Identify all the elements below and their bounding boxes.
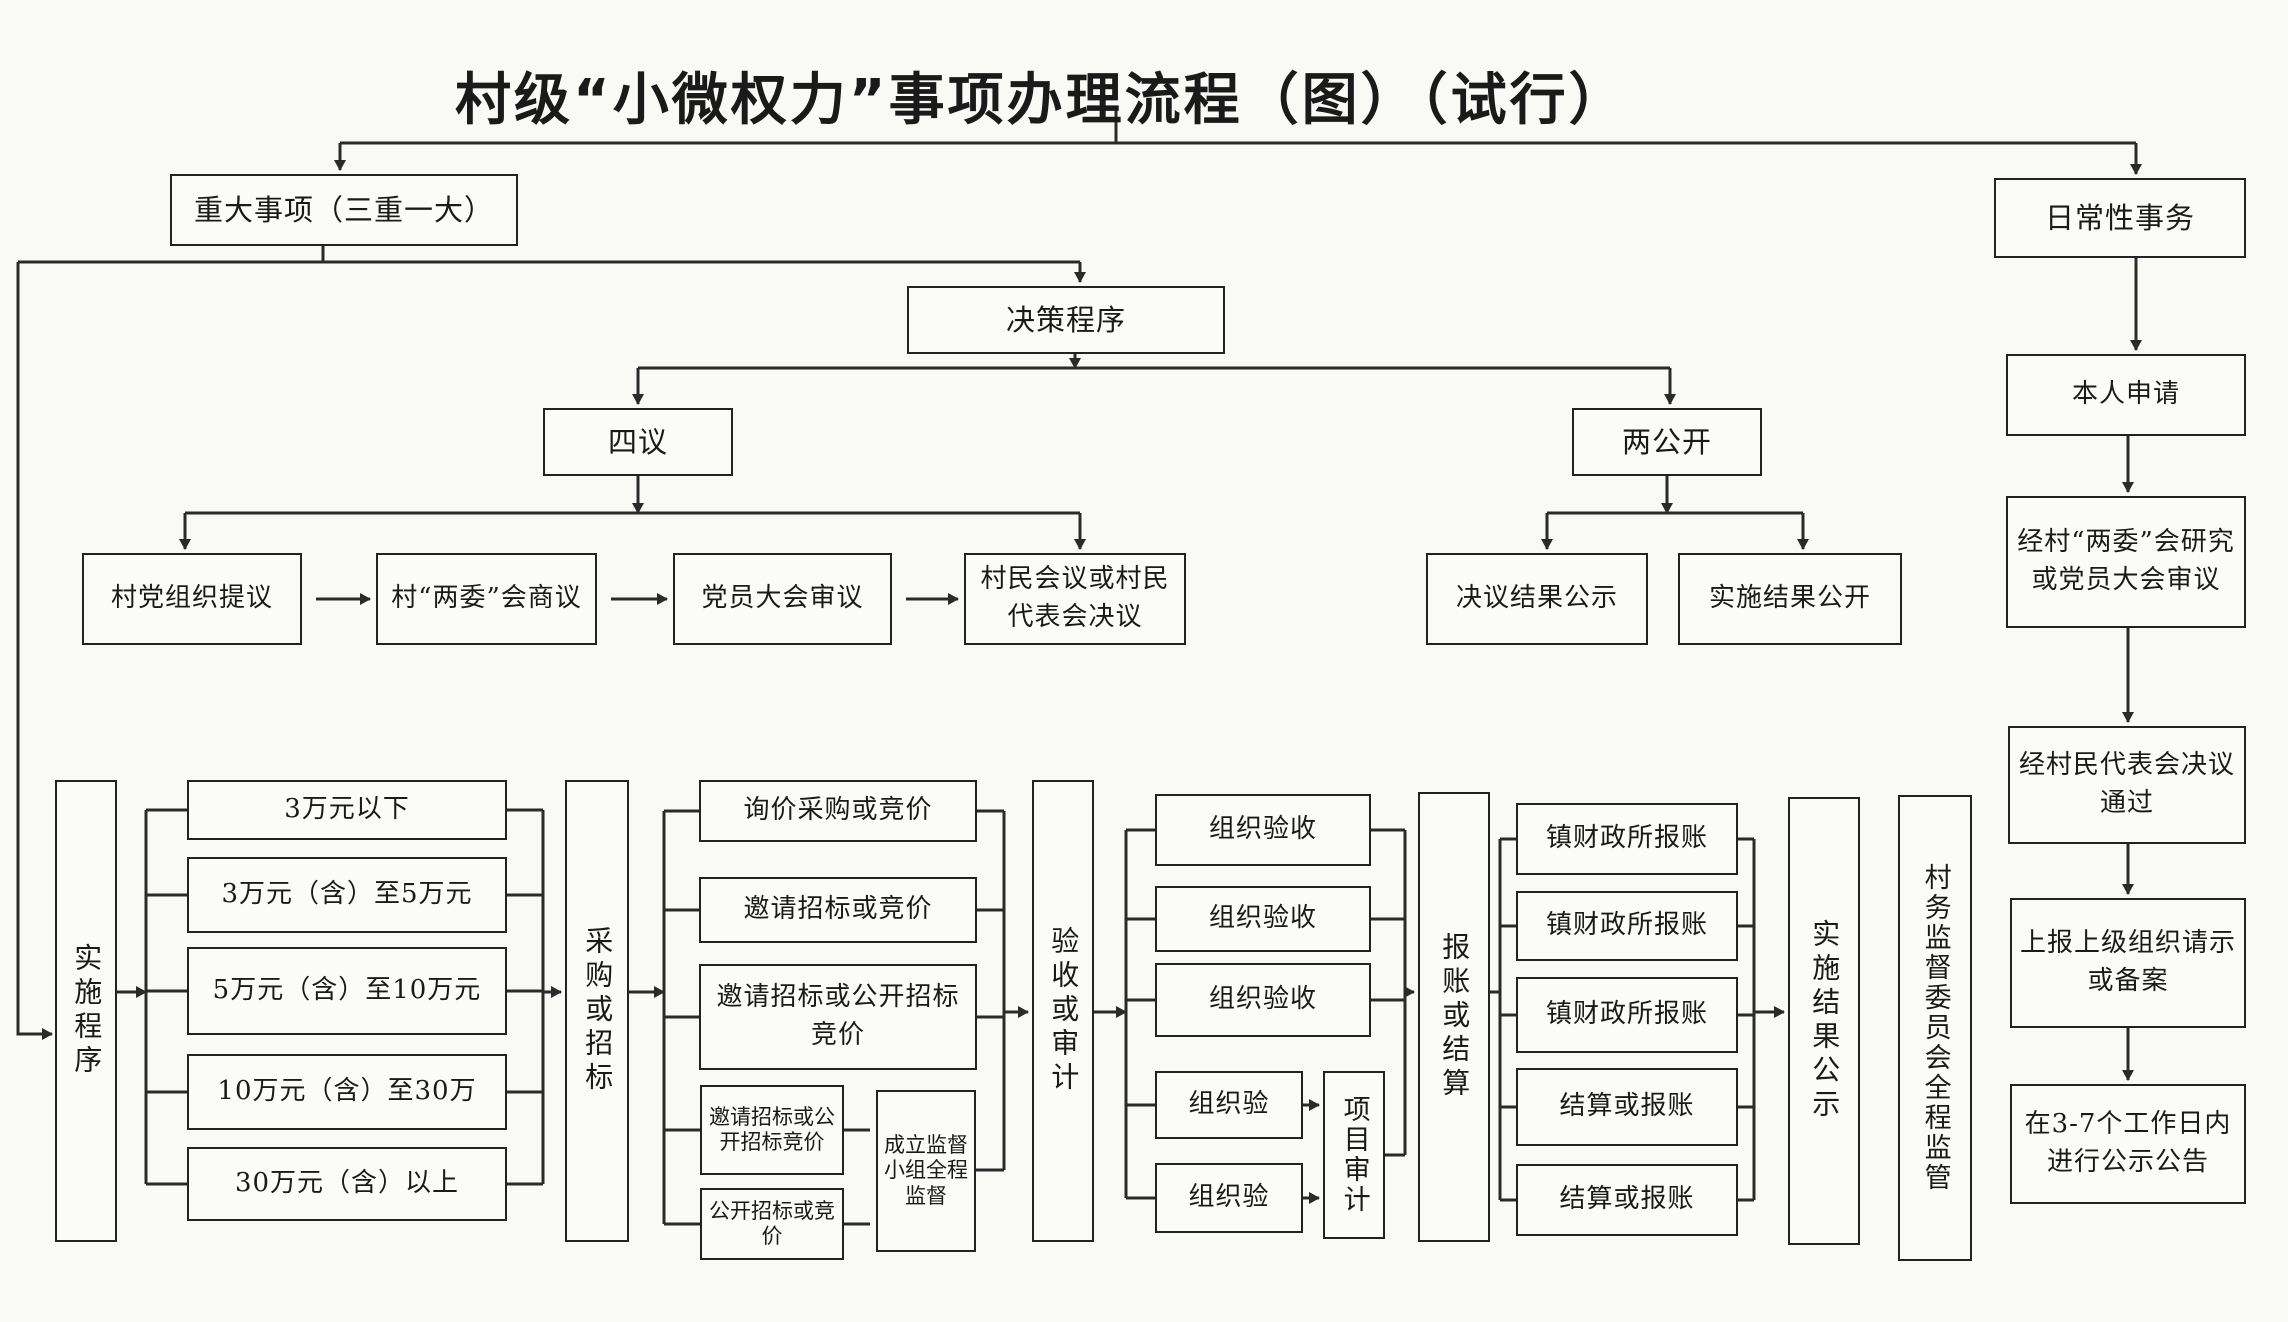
- personal-application-box: 本人申请: [2006, 354, 2246, 436]
- acceptance-audit-box: 验收或审计: [1032, 780, 1094, 1242]
- committee-review-box: 经村“两委”会研究或党员大会审议: [2006, 496, 2246, 628]
- acceptance-5: 组织验: [1155, 1163, 1303, 1233]
- public-notice-box: 在3-7个工作日内进行公示公告: [2010, 1084, 2246, 1204]
- procurement-option-4: 邀请招标或公开招标竞价: [700, 1085, 844, 1175]
- supervision-committee-box: 村务监督委员会全程监管: [1898, 795, 1972, 1261]
- page-title: 村级“小微权力”事项办理流程（图）（试行）: [455, 68, 1628, 133]
- party-assembly-box: 党员大会审议: [673, 553, 892, 645]
- decision-procedure-box: 决策程序: [907, 286, 1225, 354]
- amount-tier-1: 3万元以下: [187, 780, 507, 840]
- two-committees-box: 村“两委”会商议: [376, 553, 597, 645]
- settlement-2: 镇财政所报账: [1516, 891, 1738, 961]
- settlement-3: 镇财政所报账: [1516, 977, 1738, 1053]
- amount-tier-4: 10万元（含）至30万: [187, 1054, 507, 1130]
- four-discussions-box: 四议: [543, 408, 733, 476]
- procurement-option-5: 公开招标或竞价: [700, 1188, 844, 1260]
- project-audit-box: 项目审计: [1323, 1071, 1385, 1239]
- villager-meeting-box: 村民会议或村民代表会决议: [964, 553, 1186, 645]
- two-disclosures-box: 两公开: [1572, 408, 1762, 476]
- procurement-option-2: 邀请招标或竞价: [699, 877, 977, 943]
- settlement-5: 结算或报账: [1516, 1164, 1738, 1236]
- acceptance-3: 组织验收: [1155, 963, 1371, 1037]
- acceptance-1: 组织验收: [1155, 794, 1371, 866]
- report-superior-box: 上报上级组织请示或备案: [2010, 898, 2246, 1028]
- daily-affairs-box: 日常性事务: [1994, 178, 2246, 258]
- acceptance-2: 组织验收: [1155, 886, 1371, 952]
- result-publicity-box: 实施结果公示: [1788, 797, 1860, 1245]
- resolution-disclosure-box: 决议结果公示: [1426, 553, 1648, 645]
- major-matters-box: 重大事项（三重一大）: [170, 174, 518, 246]
- settlement-1: 镇财政所报账: [1516, 803, 1738, 875]
- acceptance-4: 组织验: [1155, 1071, 1303, 1139]
- settlement-box: 报账或结算: [1418, 792, 1490, 1242]
- procurement-option-1: 询价采购或竞价: [699, 780, 977, 842]
- amount-tier-5: 30万元（含）以上: [187, 1147, 507, 1221]
- procurement-bidding-box: 采购或招标: [565, 780, 629, 1242]
- party-proposal-box: 村党组织提议: [82, 553, 302, 645]
- supervision-group-box: 成立监督小组全程监督: [876, 1090, 976, 1252]
- amount-tier-2: 3万元（含）至5万元: [187, 857, 507, 933]
- arrow-to-implementation: [16, 262, 53, 1040]
- settlement-4: 结算或报账: [1516, 1068, 1738, 1146]
- procurement-option-3: 邀请招标或公开招标竞价: [699, 964, 977, 1070]
- rep-resolution-box: 经村民代表会决议通过: [2008, 726, 2246, 844]
- implementation-procedure-box: 实施程序: [55, 780, 117, 1242]
- amount-tier-3: 5万元（含）至10万元: [187, 947, 507, 1035]
- result-disclosure-box: 实施结果公开: [1678, 553, 1902, 645]
